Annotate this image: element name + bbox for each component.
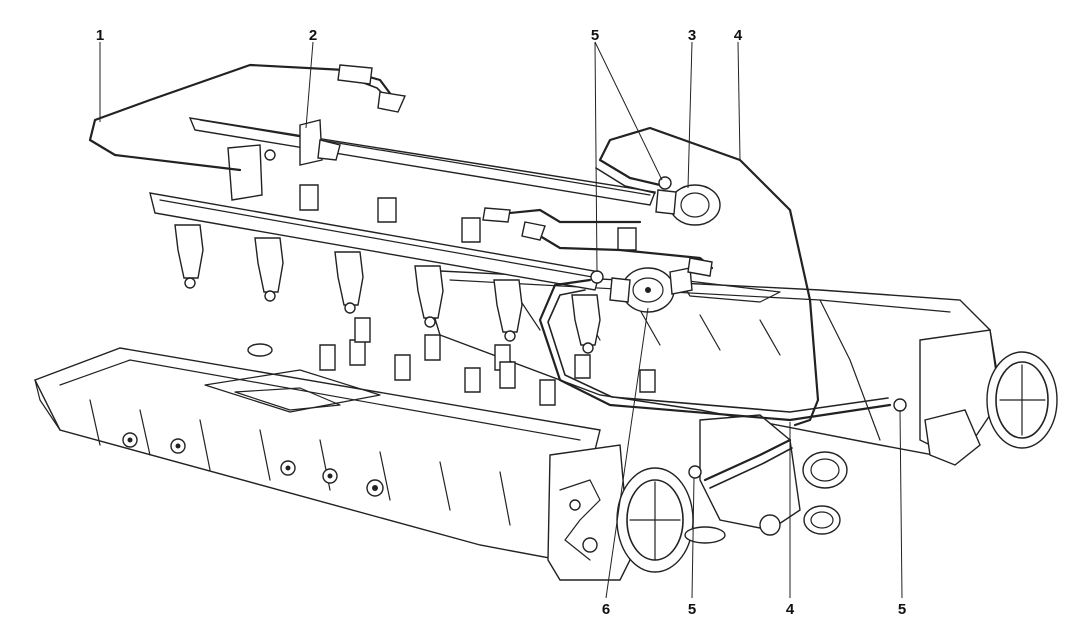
intake-plenum-right bbox=[419, 269, 1001, 461]
rail-bracket bbox=[299, 119, 341, 166]
injector-5 bbox=[493, 279, 523, 342]
callout-4-bottom: 4 bbox=[786, 601, 795, 618]
injector-3 bbox=[334, 251, 364, 314]
injector-2 bbox=[254, 237, 284, 302]
callout-6: 6 bbox=[602, 601, 610, 618]
callout-1: 1 bbox=[96, 27, 104, 44]
fuel-line-1 bbox=[88, 63, 407, 172]
fuel-cross-lines bbox=[482, 207, 714, 277]
vacuum-hose-lower bbox=[538, 278, 892, 489]
callout-labels: 1 2 3 4 4 5 5 5 6 bbox=[96, 27, 906, 618]
hose-clamps bbox=[590, 176, 907, 479]
fuel-rail-front bbox=[149, 192, 601, 354]
throttle-body-right bbox=[919, 329, 1058, 466]
manifold-runners bbox=[684, 414, 848, 544]
pressure-regulator-front bbox=[609, 267, 693, 313]
intake-plenum-left bbox=[34, 347, 601, 561]
throttle-body-left bbox=[547, 444, 694, 581]
mounting-studs bbox=[247, 317, 656, 406]
callout-5-bottom-left: 5 bbox=[688, 601, 696, 618]
callout-5-bottom-right: 5 bbox=[898, 601, 906, 618]
injector-6 bbox=[571, 294, 601, 354]
callout-4-top: 4 bbox=[734, 27, 743, 44]
callout-2: 2 bbox=[309, 27, 317, 44]
injector-4 bbox=[414, 265, 444, 328]
leader-lines bbox=[99, 41, 903, 599]
injector-1 bbox=[174, 224, 204, 289]
pressure-regulator-rear bbox=[655, 184, 721, 226]
callout-3: 3 bbox=[688, 27, 696, 44]
callout-5-top: 5 bbox=[591, 27, 599, 44]
